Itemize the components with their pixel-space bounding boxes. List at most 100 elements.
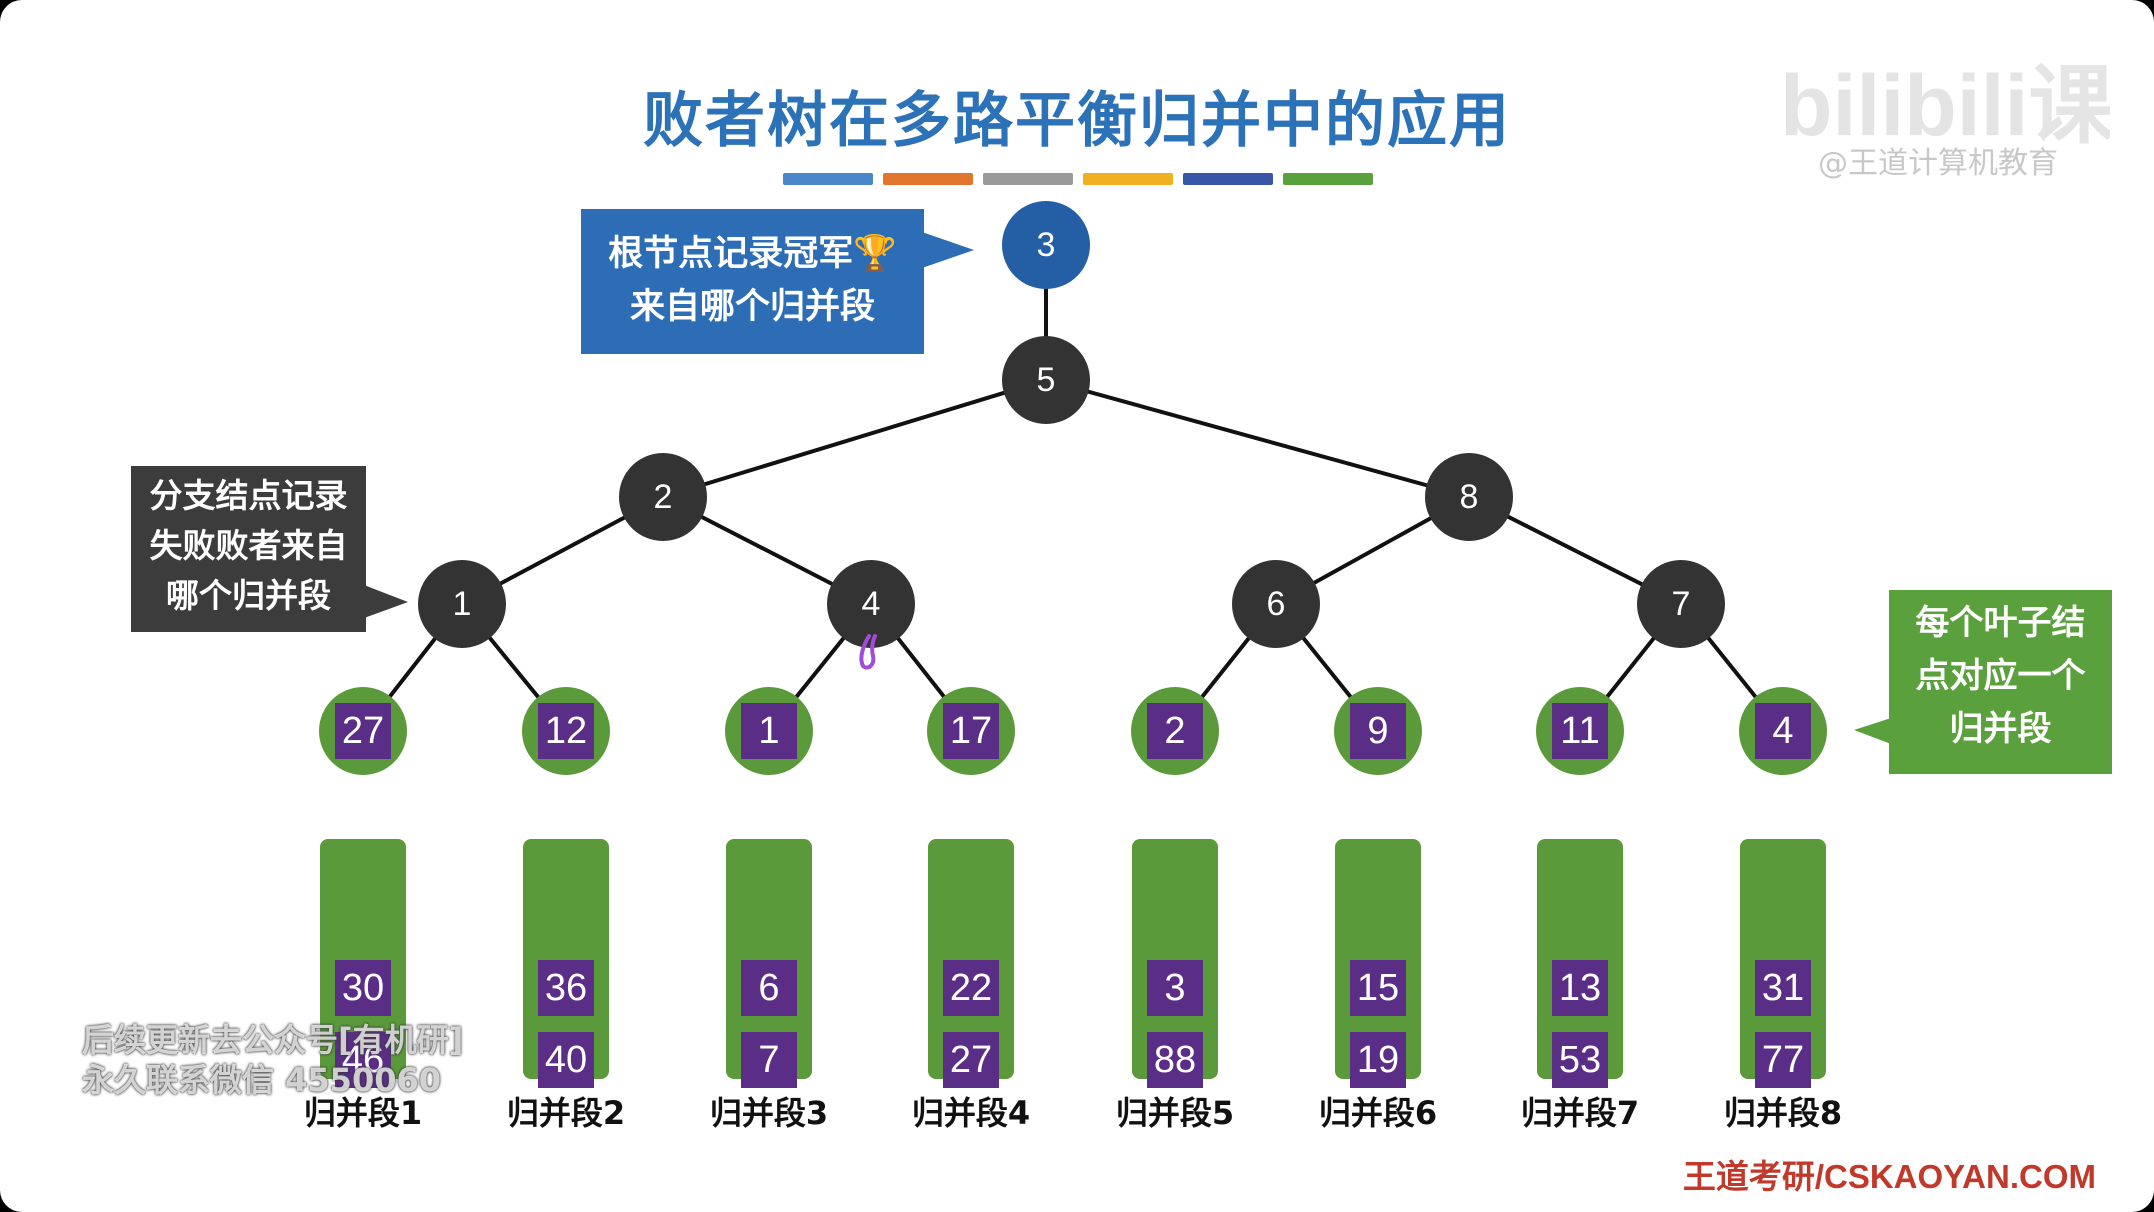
edge-l1-l2a bbox=[662, 378, 1047, 499]
leaf-node-4-label: 17 bbox=[950, 710, 992, 752]
pen-annotation-mark bbox=[859, 634, 877, 670]
root-node-circle bbox=[1002, 201, 1090, 289]
level3-node-3-circle bbox=[1232, 560, 1320, 648]
overlay-line2: 永久联系微信 4550060 bbox=[82, 1061, 442, 1099]
leaf-node-7-square bbox=[1552, 703, 1608, 759]
merge-run-5-value-1: 3 bbox=[1147, 960, 1203, 1016]
leaf-node-2-label: 12 bbox=[545, 710, 587, 752]
merge-run-4-value-1: 22 bbox=[943, 960, 999, 1016]
root-node: 3 bbox=[1002, 201, 1090, 289]
branch-callout: 分支结点记录 失败败者来自 哪个归并段 bbox=[131, 466, 366, 632]
leaf-node-7: 11 bbox=[1536, 687, 1624, 775]
level3-node-1: 1 bbox=[418, 560, 506, 648]
merge-run-6-value-1: 15 bbox=[1350, 960, 1406, 1016]
root-callout-line1: 根节点记录冠军🏆 bbox=[608, 234, 897, 274]
title-bar-4 bbox=[1083, 173, 1173, 185]
leaf-callout-line3: 归并段 bbox=[1949, 709, 2052, 749]
leaf-node-6-square bbox=[1350, 703, 1406, 759]
merge-run-1-value-2: 46 bbox=[335, 1032, 391, 1088]
merge-run-7-value-1: 13 bbox=[1552, 960, 1608, 1016]
branch-callout-line2: 失败败者来自 bbox=[149, 526, 348, 565]
level2-node-2-circle bbox=[1425, 453, 1513, 541]
level2-node-1: 2 bbox=[619, 453, 707, 541]
watermark-subtitle: @王道计算机教育 bbox=[1818, 146, 2058, 181]
root-node-label: 3 bbox=[1037, 226, 1056, 264]
merge-run-5-label: 归并段5 bbox=[1115, 1094, 1235, 1132]
overlay-caption: 后续更新去公众号[有机研] 永久联系微信 4550060 bbox=[82, 1020, 463, 1100]
leaf-node-5: 2 bbox=[1131, 687, 1219, 775]
level3-node-2: 4 bbox=[827, 560, 915, 648]
merge-run-2-value-1: 36 bbox=[538, 960, 594, 1016]
leaf-node-1-label: 27 bbox=[342, 710, 384, 752]
root-callout-pointer bbox=[922, 232, 974, 268]
level2-node-2: 8 bbox=[1425, 453, 1513, 541]
level3-node-4-label: 7 bbox=[1672, 585, 1691, 623]
merge-run-4-label: 归并段4 bbox=[911, 1094, 1031, 1132]
merge-run-2-label: 归并段2 bbox=[506, 1094, 626, 1132]
level1-node: 5 bbox=[1002, 336, 1090, 424]
leaf-node-4-square bbox=[943, 703, 999, 759]
branch-callout-line3: 哪个归并段 bbox=[166, 576, 331, 615]
root-callout: 根节点记录冠军🏆 来自哪个归并段 bbox=[581, 209, 924, 354]
merge-run-8-value-2: 77 bbox=[1755, 1032, 1811, 1088]
leaf-node-1-square bbox=[335, 703, 391, 759]
title-bar-6 bbox=[1283, 173, 1373, 185]
leaf-node-2: 12 bbox=[522, 687, 610, 775]
level3-node-4: 7 bbox=[1637, 560, 1725, 648]
level3-node-2-label: 4 bbox=[862, 585, 881, 623]
slide-title: 败者树在多路平衡归并中的应用 bbox=[643, 86, 1511, 156]
level3-node-1-circle bbox=[418, 560, 506, 648]
level3-node-1-label: 1 bbox=[453, 585, 472, 623]
leaf-node-8-label: 4 bbox=[1772, 710, 1793, 752]
merge-run-1-label: 归并段1 bbox=[303, 1094, 423, 1132]
leaf-node-8-square bbox=[1755, 703, 1811, 759]
merge-run-3-value-1: 6 bbox=[741, 960, 797, 1016]
level2-node-1-label: 2 bbox=[654, 478, 673, 516]
merge-run-2-value-2: 40 bbox=[538, 1032, 594, 1088]
merge-run-3-value-2: 7 bbox=[741, 1032, 797, 1088]
leaf-node-5-label: 2 bbox=[1164, 710, 1185, 752]
leaf-node-3: 1 bbox=[725, 687, 813, 775]
merge-run-6-label: 归并段6 bbox=[1318, 1094, 1438, 1132]
tree-edges bbox=[361, 245, 1785, 733]
overlay-line1: 后续更新去公众号[有机研] bbox=[82, 1021, 464, 1059]
merge-run-7-label: 归并段7 bbox=[1520, 1094, 1640, 1132]
title-bar-2 bbox=[883, 173, 973, 185]
leaf-node-3-label: 1 bbox=[758, 710, 779, 752]
level3-node-4-circle bbox=[1637, 560, 1725, 648]
root-callout-line2: 来自哪个归并段 bbox=[629, 287, 875, 327]
leaf-node-1: 27 bbox=[319, 687, 407, 775]
callout-pointers bbox=[364, 232, 1891, 744]
merge-run-5-value-2: 88 bbox=[1147, 1032, 1203, 1088]
merge-run-6-value-2: 19 bbox=[1350, 1032, 1406, 1088]
bilibili-logo: bilibili课堂 bbox=[1780, 58, 2110, 154]
merge-run-3-label: 归并段3 bbox=[709, 1094, 829, 1132]
branch-callout-line1: 分支结点记录 bbox=[149, 476, 348, 515]
level3-node-3-label: 6 bbox=[1267, 585, 1286, 623]
leaf-node-3-square bbox=[741, 703, 797, 759]
merge-run-1-value-1: 30 bbox=[335, 960, 391, 1016]
level1-node-circle bbox=[1002, 336, 1090, 424]
title-bar-1 bbox=[783, 173, 873, 185]
branch-callout-pointer bbox=[364, 585, 408, 618]
leaf-callout-pointer bbox=[1854, 718, 1891, 744]
level3-node-3: 6 bbox=[1232, 560, 1320, 648]
leaf-node-7-label: 11 bbox=[1560, 710, 1599, 752]
title-bar-5 bbox=[1183, 173, 1273, 185]
merge-run-7-value-2: 53 bbox=[1552, 1032, 1608, 1088]
leaf-callout-line2: 点对应一个 bbox=[1915, 656, 2086, 696]
leaf-node-6-label: 9 bbox=[1367, 710, 1388, 752]
level3-node-2-circle bbox=[827, 560, 915, 648]
leaf-callout: 每个叶子结 点对应一个 归并段 bbox=[1889, 590, 2112, 774]
level1-node-label: 5 bbox=[1037, 361, 1056, 399]
leaf-node-5-square bbox=[1147, 703, 1203, 759]
leaf-node-8: 4 bbox=[1739, 687, 1827, 775]
